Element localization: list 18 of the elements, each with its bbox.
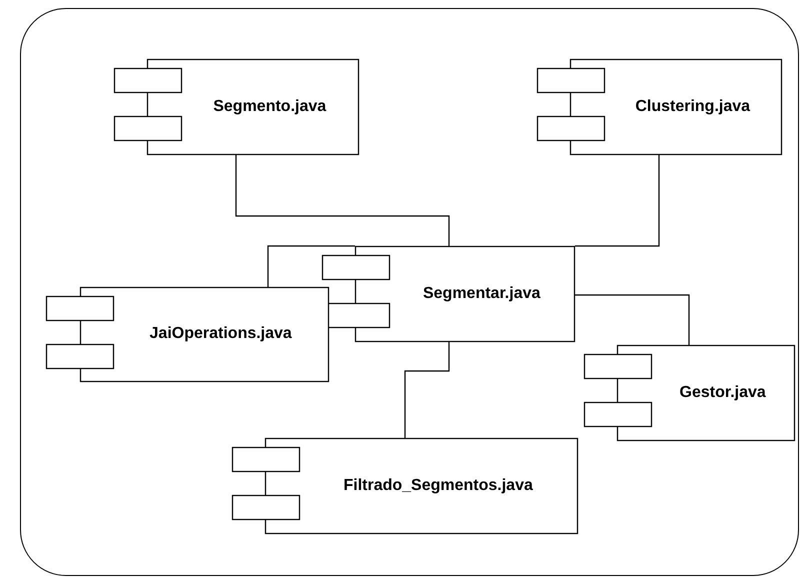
connector-line [267,245,355,287]
component-name: Segmento.java [212,96,328,117]
component-box [232,438,578,534]
component-name: Clustering.java [634,96,752,117]
container-frame [20,8,799,576]
component-box [46,286,329,382]
component-name: JaiOperations.java [148,324,293,344]
connector-line [574,294,690,345]
component-name: Segmentar.java [422,284,542,304]
connector-line [235,154,450,246]
connector-line [574,154,660,246]
component-box [536,58,782,155]
component-box [584,344,795,441]
component-name: Filtrado_Segmentos.java [342,476,534,496]
component-box [322,246,575,342]
component-name: Gestor.java [678,382,767,403]
connector-line [404,342,450,438]
component-box [114,58,359,155]
